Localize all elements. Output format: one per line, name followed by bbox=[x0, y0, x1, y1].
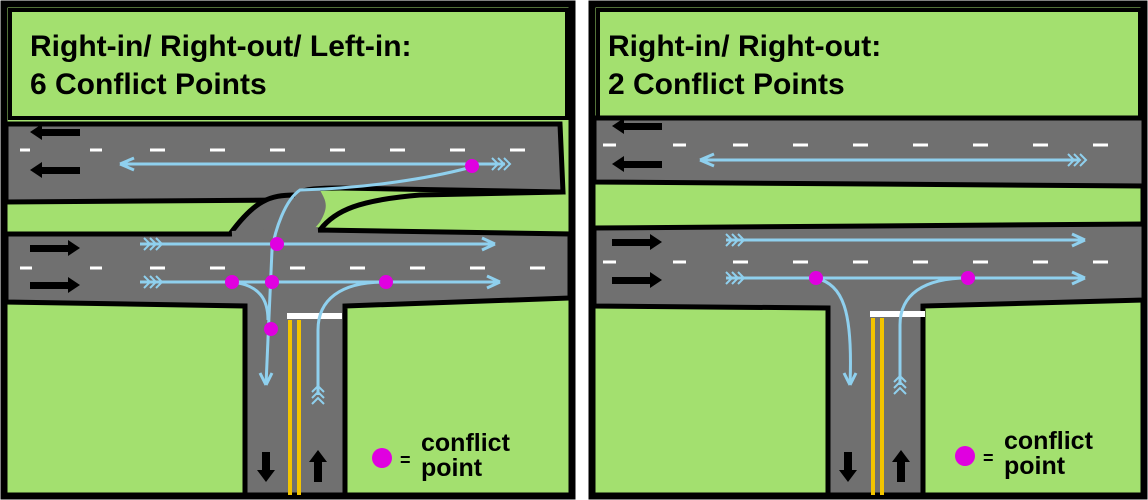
arrow-up-icon bbox=[309, 450, 327, 482]
legend-label-line2: point bbox=[421, 454, 483, 482]
conflict-point-icon bbox=[264, 322, 278, 336]
legend-label-line1: conflict bbox=[1004, 427, 1094, 455]
arrow-down-icon bbox=[257, 452, 275, 482]
panel-right-in-right-out-left-in: Right-in/ Right-out/ Left-in: 6 Conflict… bbox=[0, 0, 576, 500]
right-in-path bbox=[231, 280, 270, 321]
conflict-point-icon bbox=[379, 275, 393, 289]
legend-label-line2: point bbox=[1004, 452, 1066, 480]
arrow-left-icon bbox=[30, 124, 80, 140]
panel-title-line1: Right-in/ Right-out: bbox=[608, 30, 881, 63]
arrow-right-icon bbox=[612, 234, 662, 250]
legend-label-line1: conflict bbox=[421, 429, 511, 457]
arrow-right-icon bbox=[30, 277, 80, 293]
median-curb-right bbox=[318, 189, 564, 232]
right-in-path bbox=[815, 276, 852, 386]
conflict-point-icon bbox=[265, 275, 279, 289]
median-curb-left bbox=[227, 192, 296, 236]
conflict-point-icon bbox=[270, 237, 284, 251]
vehicle-paths bbox=[699, 152, 1086, 386]
right-out-path bbox=[898, 276, 969, 385]
panel-title-line1: Right-in/ Right-out/ Left-in: bbox=[30, 30, 412, 63]
conflict-point-icon bbox=[225, 275, 239, 289]
path-tail-chevrons bbox=[143, 157, 512, 405]
arrow-right-icon bbox=[30, 240, 80, 256]
conflict-points bbox=[225, 159, 479, 336]
stop-bar bbox=[870, 311, 925, 317]
legend-equals: = bbox=[400, 450, 411, 470]
conflict-point-icon bbox=[809, 271, 823, 285]
arrow-left-icon bbox=[612, 156, 662, 172]
stop-bar bbox=[287, 313, 342, 319]
center-line-2 bbox=[880, 318, 884, 495]
panel-right-in-right-out: Right-in/ Right-out: 2 Conflict Points bbox=[588, 0, 1148, 500]
arrow-right-icon bbox=[612, 272, 662, 288]
legend-equals: = bbox=[983, 448, 994, 468]
center-line-2 bbox=[297, 320, 301, 495]
center-line-1 bbox=[288, 320, 292, 495]
center-line-1 bbox=[871, 318, 875, 495]
conflict-points bbox=[809, 271, 975, 285]
panel-title-line2: 2 Conflict Points bbox=[608, 68, 845, 101]
arrow-down-icon bbox=[839, 452, 857, 482]
eastbound-road-and-side-street bbox=[591, 221, 1147, 498]
legend-conflict-point-icon bbox=[955, 446, 975, 466]
conflict-point-icon bbox=[465, 159, 479, 173]
median-opening bbox=[230, 190, 326, 234]
right-out-path bbox=[316, 280, 386, 395]
intersection-diagram-right: Right-in/ Right-out: 2 Conflict Points bbox=[588, 0, 1148, 500]
title-box bbox=[596, 8, 1142, 120]
arrow-left-icon bbox=[612, 118, 662, 134]
title-box bbox=[8, 8, 569, 120]
panel-title-line2: 6 Conflict Points bbox=[30, 68, 267, 101]
arrow-left-icon bbox=[30, 162, 80, 178]
arrow-up-icon bbox=[892, 450, 910, 482]
vehicle-paths bbox=[119, 156, 505, 395]
intersection-diagram-left: Right-in/ Right-out/ Left-in: 6 Conflict… bbox=[0, 0, 576, 500]
legend-conflict-point-icon bbox=[372, 448, 392, 468]
path-tail-chevrons bbox=[725, 153, 1088, 395]
westbound-road bbox=[591, 115, 1147, 189]
conflict-point-icon bbox=[961, 271, 975, 285]
